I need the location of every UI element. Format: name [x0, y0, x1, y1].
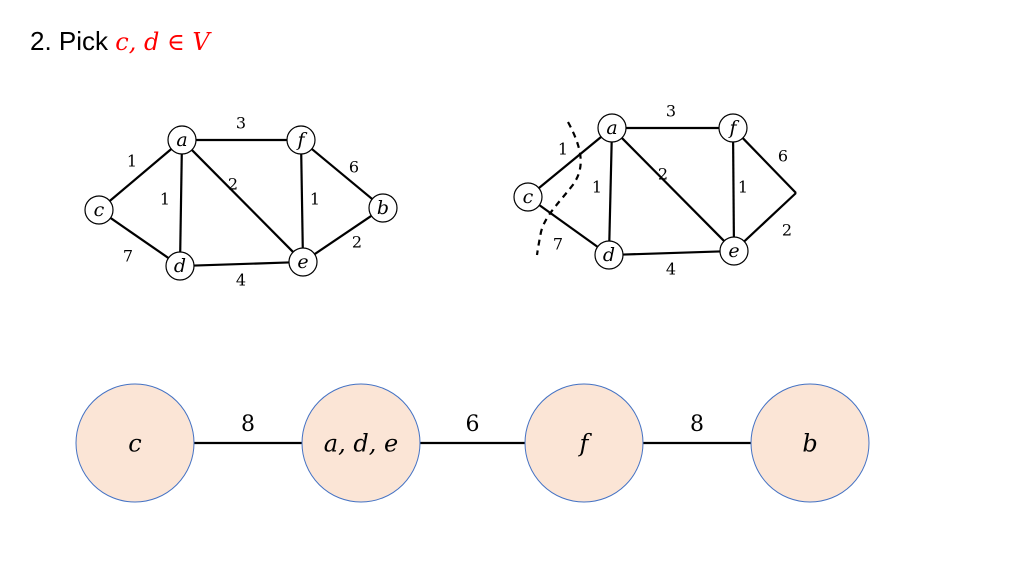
- right-nodes: a f c d e: [513, 113, 749, 270]
- left-edge-weight-a-e: 2: [228, 175, 238, 194]
- left-edge-a-e: [191, 149, 294, 253]
- right-graph: 3 1 1 2 1 6 2 7 4 a f c d e: [513, 102, 797, 279]
- left-graph: 3 1 1 2 1 6 2 7 4 a f c b d e: [84, 114, 398, 290]
- left-node-label-c: c: [94, 199, 105, 221]
- left-edge-weight-a-d: 1: [160, 190, 170, 209]
- left-edge-c-d: [109, 217, 170, 259]
- left-edge-weight-c-d: 7: [123, 247, 133, 266]
- right-edge-d-e: [622, 250, 721, 256]
- right-node-e: e: [719, 236, 749, 266]
- left-edges: 3 1 1 2 1 6 2 7 4: [108, 114, 373, 290]
- right-edge-weight-f-e: 1: [738, 178, 748, 197]
- right-node-circle-e: [719, 236, 749, 266]
- contracted-edge-weight-f-b: 8: [690, 412, 704, 437]
- left-edge-weight-f-e: 1: [310, 190, 320, 209]
- left-edge-weight-f-b: 6: [349, 158, 359, 177]
- left-edge-f-e: [300, 153, 304, 249]
- left-node-circle-d: [165, 251, 195, 281]
- left-edge-c-a: [108, 148, 173, 202]
- contracted-edges: 8 6 8: [194, 412, 751, 445]
- left-node-circle-a: [167, 125, 197, 155]
- right-edge-weight-a-d: 1: [592, 178, 602, 197]
- right-node-label-f: f: [727, 117, 739, 139]
- contracted-node-circle-c: [75, 383, 195, 503]
- contracted-node-circle-ade: [301, 383, 421, 503]
- left-edge-a-d: [179, 153, 183, 253]
- left-edge-f-b: [311, 148, 373, 200]
- left-edge-d-e: [193, 261, 290, 267]
- left-node-label-b: b: [377, 197, 389, 219]
- right-edge-weight-d-e: 4: [666, 260, 676, 279]
- right-node-label-d: d: [603, 244, 615, 266]
- contracted-node-circle-f: [524, 383, 644, 503]
- left-node-circle-e: [288, 247, 318, 277]
- contracted-nodes: c a, d, e f b: [75, 383, 870, 503]
- left-edge-e-b: [313, 214, 373, 256]
- left-node-label-d: d: [174, 255, 186, 277]
- contracted-node-ade: a, d, e: [301, 383, 421, 503]
- contracted-node-label-ade: a, d, e: [324, 430, 398, 458]
- left-edge-weight-e-b: 2: [352, 233, 362, 252]
- heading-math-expression: c, d ∈ V: [115, 28, 210, 56]
- left-node-circle-b: [368, 193, 398, 223]
- left-edge-weight-d-e: 4: [236, 271, 246, 290]
- right-edge-weight-a-f: 3: [666, 102, 676, 121]
- right-node-a: a: [597, 113, 627, 143]
- right-edge-f-e: [732, 141, 735, 238]
- right-node-c: c: [513, 182, 543, 212]
- right-edge-weight-c-a: 1: [558, 140, 568, 159]
- contracted-graph: 8 6 8 c a, d, e f b: [75, 383, 870, 503]
- left-nodes: a f c b d e: [84, 125, 398, 281]
- right-node-circle-d: [594, 240, 624, 270]
- contracted-node-b: b: [750, 383, 870, 503]
- left-edge-weight-a-f: 3: [236, 114, 246, 133]
- right-node-circle-f: [718, 113, 748, 143]
- left-node-e: e: [288, 247, 318, 277]
- right-edge-f-b: [741, 137, 797, 194]
- right-edge-a-e: [621, 137, 725, 242]
- contracted-edge-weight-c-ade: 8: [241, 412, 255, 437]
- right-edge-weight-e-b: 2: [782, 221, 792, 240]
- right-node-label-a: a: [606, 117, 617, 139]
- contracted-node-label-b: b: [802, 430, 817, 458]
- left-edge-weight-c-a: 1: [127, 152, 137, 171]
- left-node-circle-f: [286, 125, 316, 155]
- right-edge-weight-c-d: 7: [553, 235, 563, 254]
- right-node-circle-a: [597, 113, 627, 143]
- right-node-d: d: [594, 240, 624, 270]
- right-node-label-c: c: [523, 186, 534, 208]
- right-edge-c-a: [538, 136, 602, 189]
- left-node-b: b: [368, 193, 398, 223]
- contracted-node-c: c: [75, 383, 195, 503]
- right-edge-weight-f-b: 6: [778, 147, 788, 166]
- left-node-label-f: f: [295, 129, 307, 151]
- left-node-label-e: e: [297, 251, 308, 273]
- right-edge-a-d: [608, 141, 613, 242]
- right-edges: 3 1 1 2 1 6 2 7 4: [538, 102, 797, 279]
- step-word: Pick: [58, 26, 109, 56]
- right-edge-e-b: [743, 192, 797, 243]
- right-edge-weight-a-e: 2: [658, 165, 668, 184]
- left-node-circle-c: [84, 195, 114, 225]
- right-edge-c-d: [538, 204, 599, 248]
- contracted-node-f: f: [524, 383, 644, 503]
- left-node-label-a: a: [176, 129, 187, 151]
- slide-heading: 2. Pick c, d ∈ V: [30, 26, 210, 57]
- left-node-f: f: [286, 125, 316, 155]
- contracted-node-label-c: c: [128, 430, 141, 458]
- right-node-f: f: [718, 113, 748, 143]
- left-node-d: d: [165, 251, 195, 281]
- right-node-label-e: e: [728, 240, 739, 262]
- left-node-c: c: [84, 195, 114, 225]
- contracted-edge-weight-ade-f: 6: [466, 412, 480, 437]
- step-number: 2.: [30, 26, 52, 56]
- right-node-circle-c: [513, 182, 543, 212]
- contracted-node-circle-b: [750, 383, 870, 503]
- left-node-a: a: [167, 125, 197, 155]
